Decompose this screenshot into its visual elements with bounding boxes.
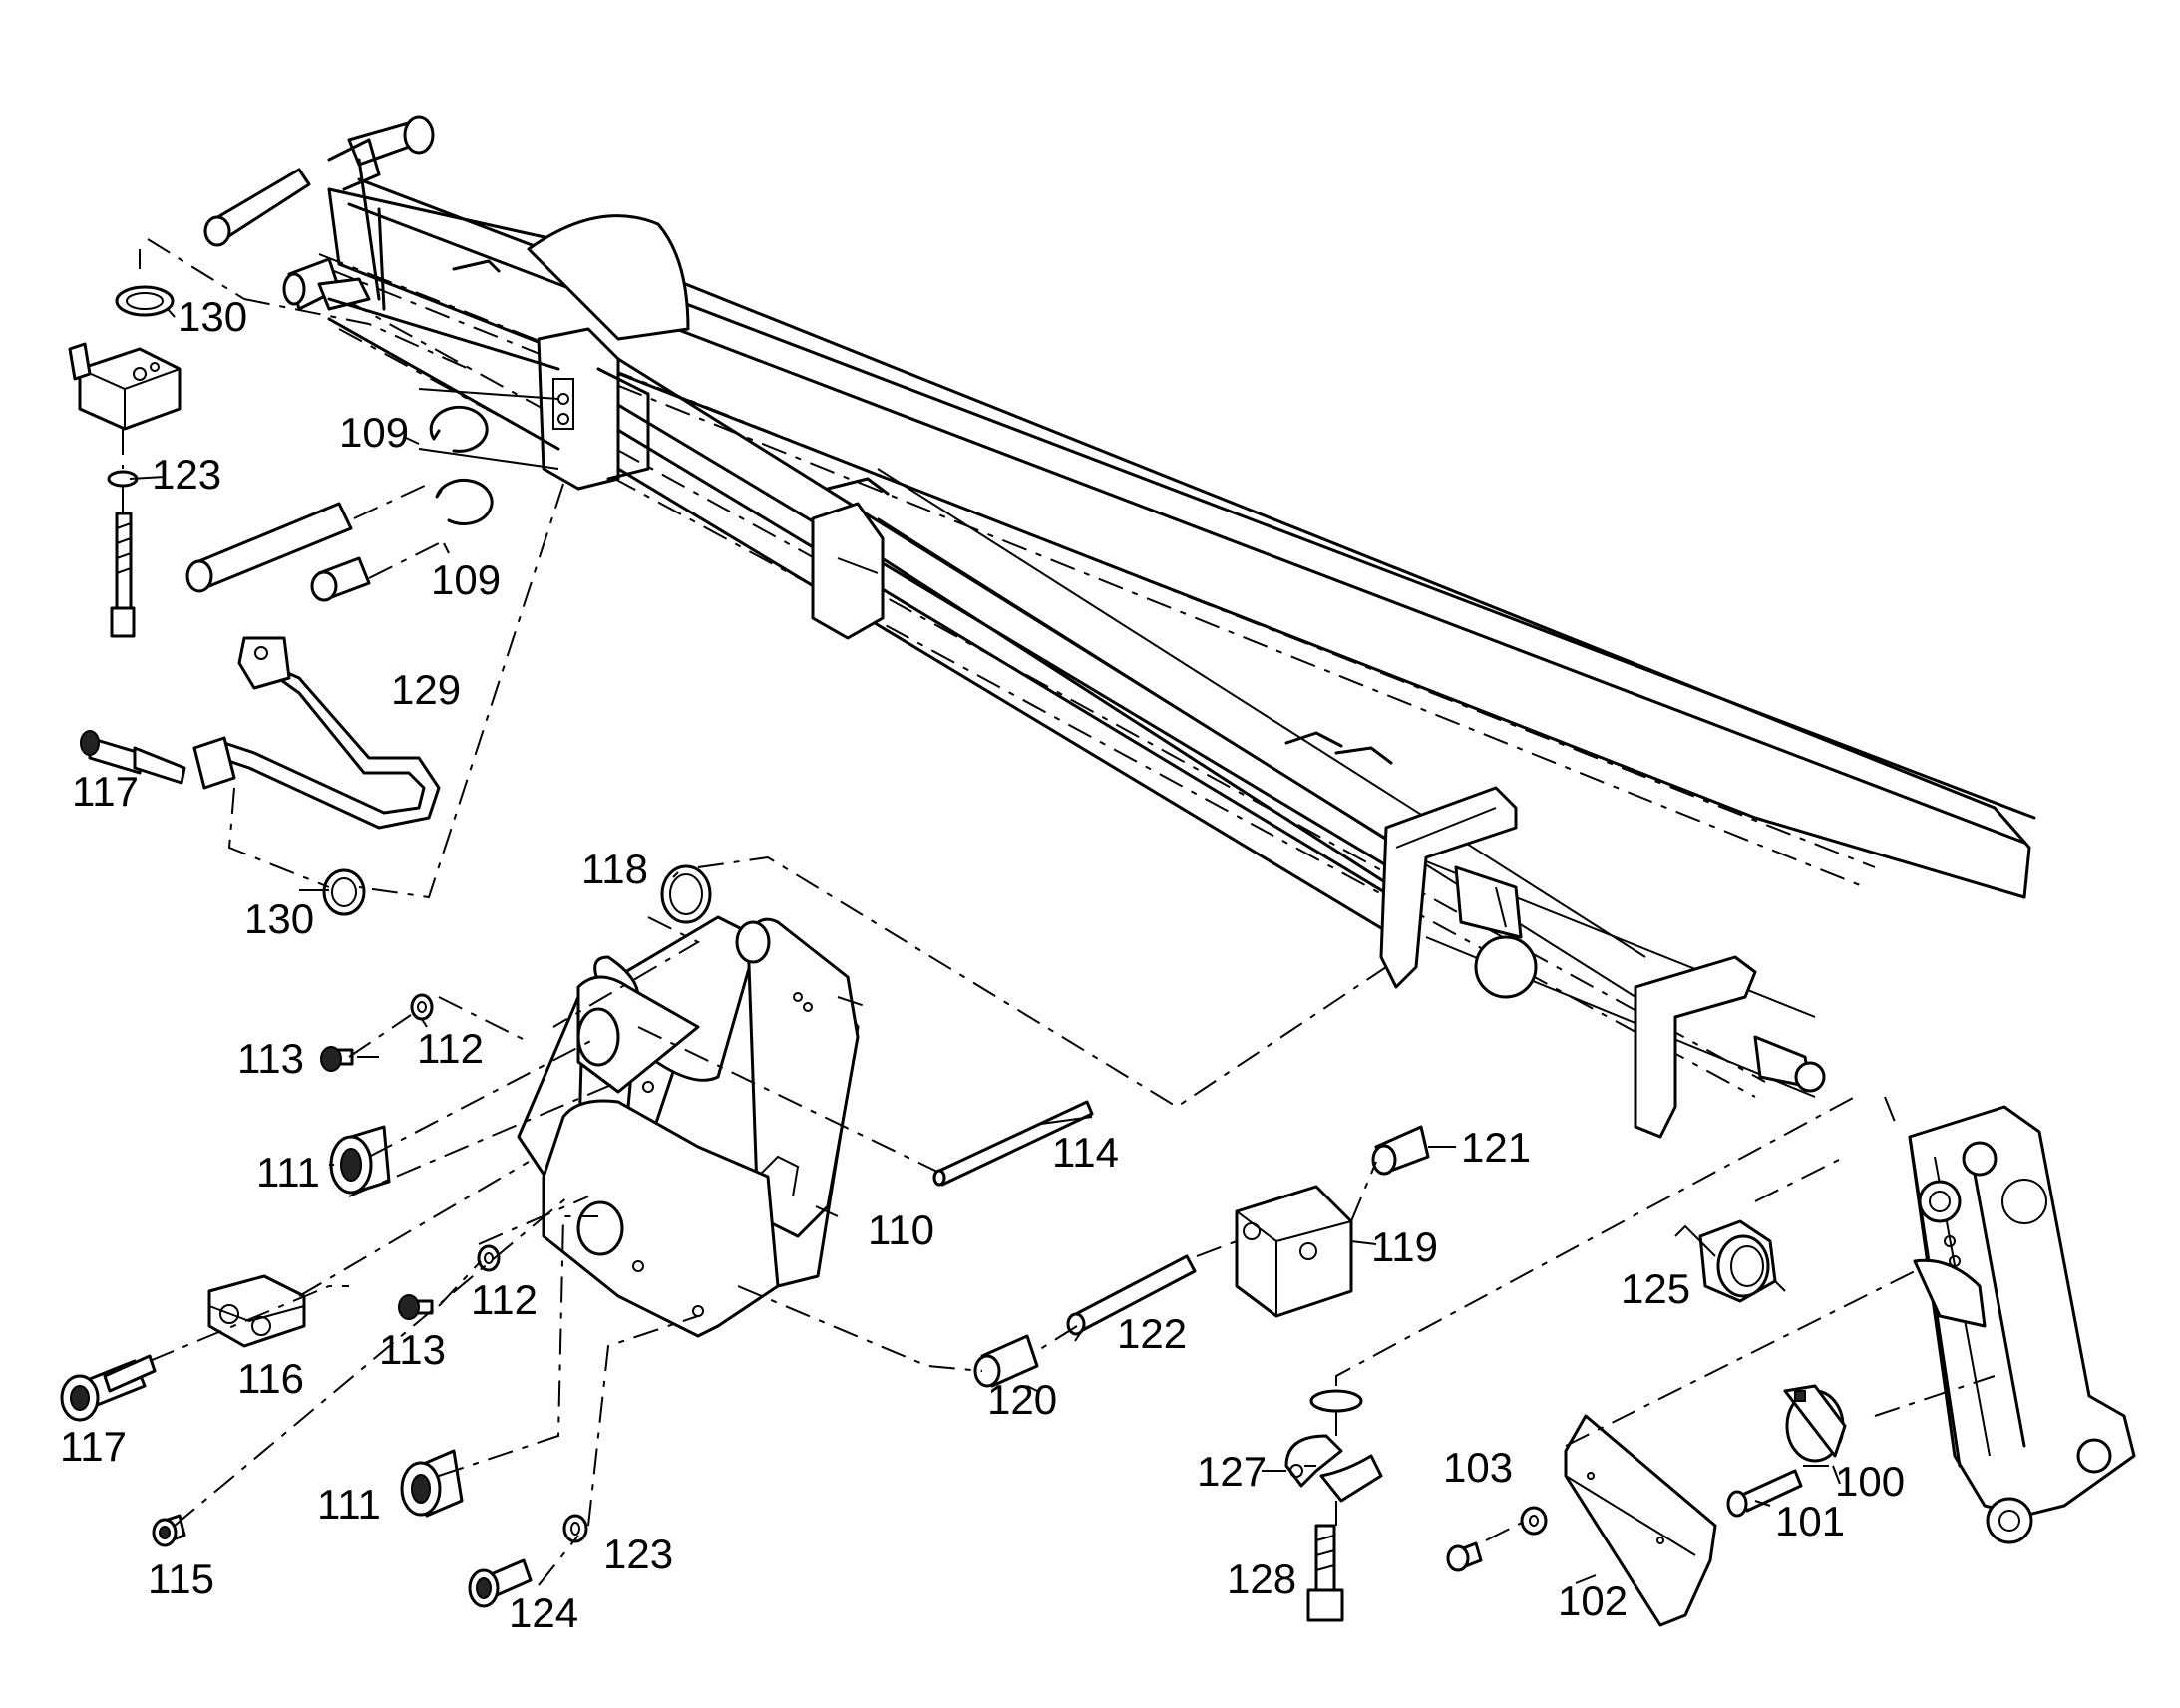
callout-labels: 130 123 109 109 129 117 130 118 113 112 … bbox=[60, 293, 1905, 1636]
callout-123-lower: 123 bbox=[603, 1531, 673, 1577]
bolt-128 bbox=[1306, 1524, 1344, 1622]
long-bolt bbox=[110, 512, 136, 638]
callout-111-lower: 111 bbox=[317, 1481, 381, 1528]
cover-102 bbox=[1564, 1414, 1717, 1627]
seal-ring-130-bottom bbox=[322, 868, 366, 916]
retaining-ring-109-top bbox=[429, 405, 489, 453]
washer-123-lower bbox=[562, 1514, 588, 1543]
callout-120: 120 bbox=[987, 1376, 1057, 1423]
callout-118: 118 bbox=[581, 846, 648, 892]
block-119 bbox=[1235, 1185, 1353, 1318]
callout-128: 128 bbox=[1227, 1555, 1296, 1602]
mounting-plate bbox=[542, 1099, 780, 1338]
screw-113-upper bbox=[320, 1046, 354, 1072]
callout-123-top: 123 bbox=[152, 451, 221, 498]
assembly-lines bbox=[122, 238, 1996, 1586]
callout-115: 115 bbox=[148, 1555, 214, 1602]
callout-116: 116 bbox=[237, 1355, 304, 1402]
callout-124: 124 bbox=[509, 1589, 578, 1636]
bushing-120 bbox=[973, 1334, 1039, 1388]
callout-101: 101 bbox=[1775, 1498, 1845, 1544]
callout-113-upper: 113 bbox=[237, 1035, 304, 1082]
retaining-ring-109-bottom bbox=[435, 479, 494, 525]
bushing-111-upper bbox=[329, 1125, 391, 1195]
screw-124 bbox=[468, 1558, 533, 1608]
pin-long bbox=[185, 502, 353, 593]
valve-block bbox=[68, 342, 182, 431]
callout-127: 127 bbox=[1197, 1448, 1267, 1495]
fitting-117-top bbox=[80, 730, 186, 785]
pin-short bbox=[310, 556, 371, 602]
callout-130-bottom: 130 bbox=[244, 895, 314, 942]
callout-110: 110 bbox=[868, 1206, 934, 1253]
nut-125 bbox=[1698, 1219, 1777, 1303]
callout-111-upper: 111 bbox=[256, 1149, 320, 1196]
screw-103 bbox=[1446, 1506, 1548, 1572]
telescopic-boom bbox=[203, 115, 2136, 1544]
leader-lines bbox=[129, 308, 1841, 1584]
callout-121: 121 bbox=[1461, 1124, 1531, 1171]
bushing-121 bbox=[1371, 1125, 1430, 1176]
callout-119: 119 bbox=[1371, 1223, 1438, 1270]
callout-122: 122 bbox=[1117, 1310, 1187, 1357]
seal-ring-130 bbox=[115, 285, 175, 317]
callout-117-top: 117 bbox=[72, 768, 139, 815]
washer-112-upper bbox=[410, 993, 434, 1021]
bolt-117-lower bbox=[60, 1354, 157, 1422]
washer-112-lower bbox=[477, 1244, 501, 1272]
callout-102: 102 bbox=[1558, 1577, 1628, 1624]
callout-109-bottom: 109 bbox=[431, 556, 501, 603]
sensor-100 bbox=[1783, 1384, 1847, 1463]
block-116 bbox=[207, 1274, 306, 1348]
callout-125: 125 bbox=[1621, 1265, 1690, 1312]
callout-112-upper: 112 bbox=[417, 1025, 484, 1072]
callout-113-lower: 113 bbox=[379, 1326, 446, 1373]
callout-112-lower: 112 bbox=[471, 1276, 538, 1323]
callout-109-top: 109 bbox=[339, 409, 409, 456]
hydraulic-pipe-129 bbox=[192, 636, 441, 830]
bushing-111-lower bbox=[400, 1449, 464, 1518]
callout-100: 100 bbox=[1835, 1458, 1905, 1505]
callout-130-top: 130 bbox=[178, 293, 247, 340]
callout-114: 114 bbox=[1052, 1129, 1119, 1176]
clamp-127 bbox=[1284, 1389, 1383, 1503]
callout-129: 129 bbox=[391, 666, 461, 713]
callout-103: 103 bbox=[1443, 1444, 1513, 1491]
screw-113-lower bbox=[398, 1294, 434, 1320]
callout-117-lower: 117 bbox=[60, 1423, 127, 1470]
